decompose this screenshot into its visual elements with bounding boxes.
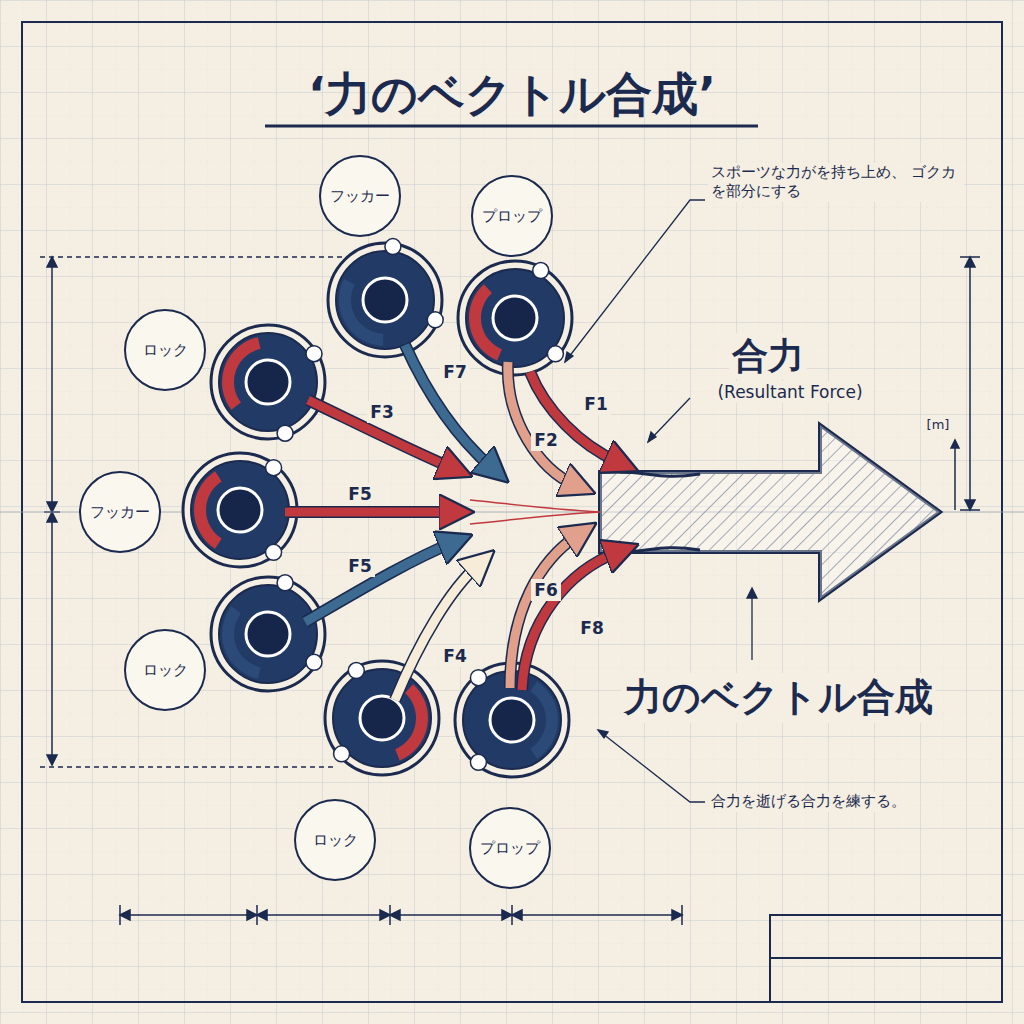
force-label: F1 <box>581 393 610 415</box>
force-arrow <box>508 362 575 485</box>
force-label: F3 <box>367 401 396 423</box>
force-label: F5 <box>345 483 374 505</box>
force-arrow-outline <box>522 552 618 690</box>
player-figure <box>211 325 325 441</box>
position-name: プロップ <box>482 207 542 226</box>
resultant-title: 合力 <box>729 333 807 380</box>
force-label: F7 <box>440 361 469 383</box>
force-arrow <box>530 372 618 462</box>
title: ‘力のベクトル合成’ <box>308 64 716 126</box>
force-arrow-outline <box>285 506 452 518</box>
force-label: F5 <box>345 555 374 577</box>
force-label: F6 <box>531 579 560 601</box>
position-name: ロック <box>143 341 188 360</box>
position-name: フッカー <box>90 503 150 522</box>
force-arrow <box>522 552 618 690</box>
note: スポーツな力がを持ち上め、 ゴクカを部分にする <box>708 163 964 202</box>
unit-mark: [m] <box>924 417 953 434</box>
position-circle: ロック <box>294 799 376 881</box>
position-name: ロック <box>143 661 188 680</box>
position-circle: プロップ <box>471 175 553 257</box>
force-label: F4 <box>440 645 469 667</box>
position-circle: フッカー <box>319 155 401 237</box>
force-arrow <box>285 508 452 517</box>
position-name: プロップ <box>480 839 540 858</box>
force-label: F8 <box>577 617 606 639</box>
force-arrow-outline <box>395 565 478 700</box>
force-arrow <box>308 400 452 468</box>
force-arrow <box>395 565 478 700</box>
player-figure <box>325 661 439 775</box>
player-figure <box>211 575 325 691</box>
force-arrow <box>305 543 452 622</box>
resultant-subtitle: (Resultant Force) <box>714 381 865 403</box>
position-name: ロック <box>313 831 358 850</box>
position-circle: フッカー <box>79 471 161 553</box>
position-circle: プロップ <box>469 807 551 889</box>
force-arrow-outline <box>305 543 452 622</box>
position-circle: ロック <box>124 629 206 711</box>
note: 合力を逝げる合力を練する。 <box>708 792 909 812</box>
force-arrow-outline <box>530 372 618 462</box>
position-name: フッカー <box>330 187 390 206</box>
section-heading: 力のベクトル合成 <box>621 673 936 722</box>
force-arrow-outline <box>308 400 452 468</box>
force-arrow-outline <box>508 362 575 485</box>
player-figure <box>328 239 443 357</box>
player-figure <box>458 261 572 375</box>
position-circle: ロック <box>124 309 206 391</box>
player-figure <box>183 453 297 567</box>
force-label: F2 <box>531 429 560 451</box>
